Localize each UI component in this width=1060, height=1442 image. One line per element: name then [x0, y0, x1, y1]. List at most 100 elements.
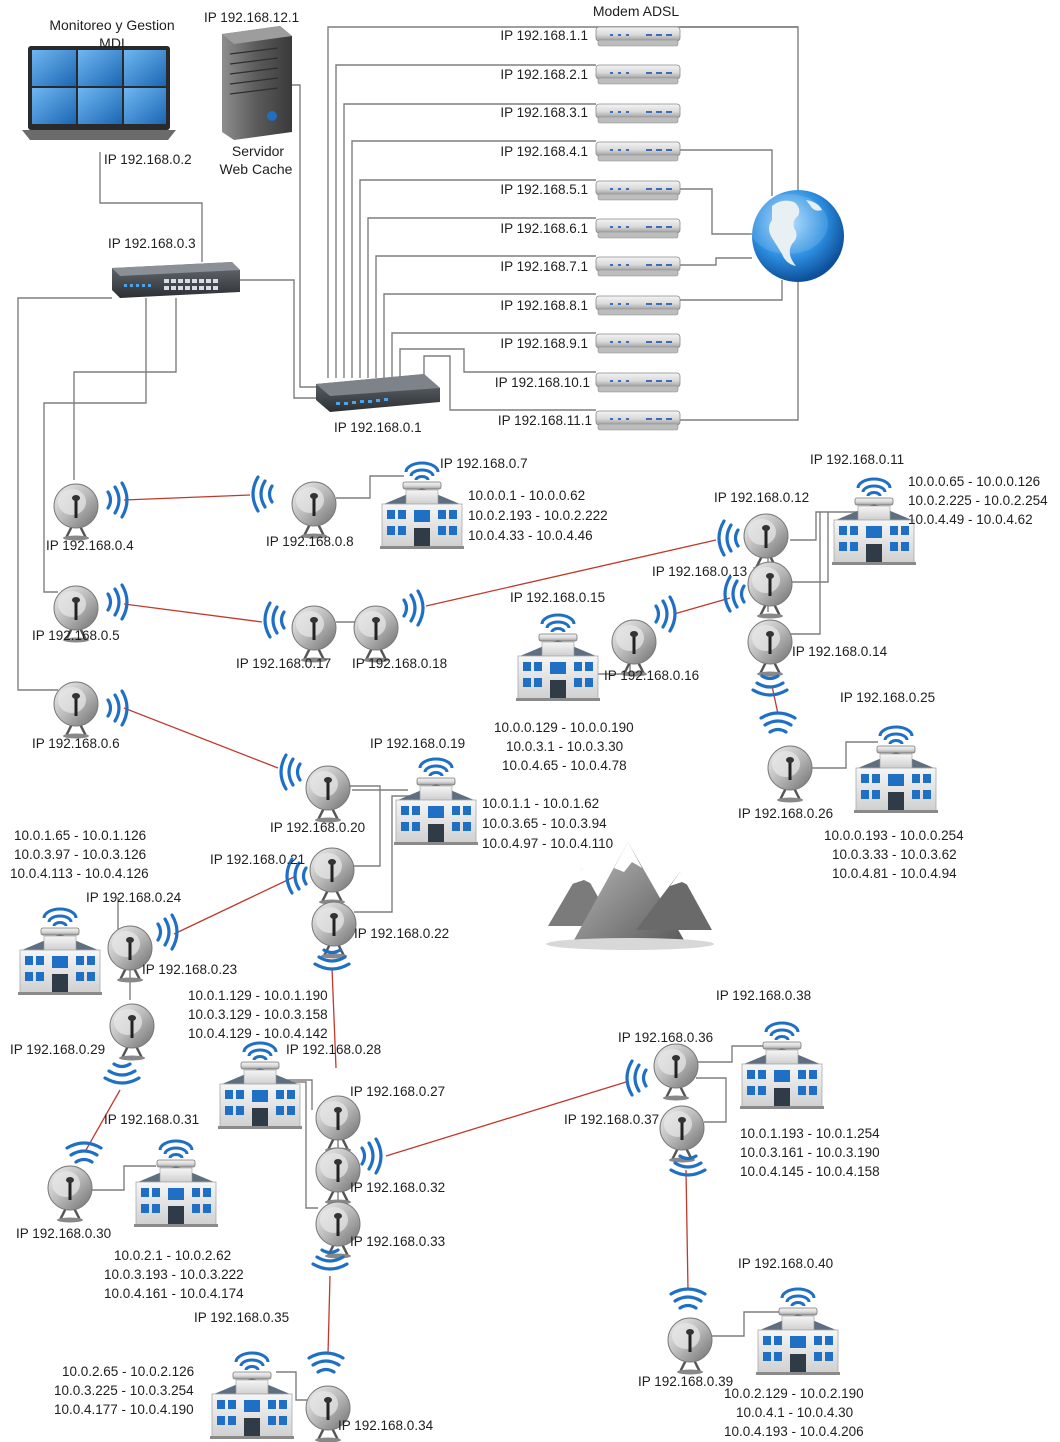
range-line: 10.0.3.129 - 10.0.3.158 [188, 1007, 328, 1022]
range-line: 10.0.0.193 - 10.0.0.254 [824, 828, 964, 843]
modem-ip: IP 192.168.2.1 [500, 67, 588, 82]
adsl-modems: Modem ADSL IP 192.168.1.1 IP 192.168.2.1… [495, 3, 681, 431]
dish-6 [52, 680, 100, 740]
server-name-line2: Web Cache [220, 161, 293, 177]
modem-ip: IP 192.168.7.1 [500, 259, 588, 274]
range-line: 10.0.0.129 - 10.0.0.190 [494, 720, 634, 735]
monitor-title-line2: MDI [99, 35, 125, 51]
building-site-31 [132, 1139, 220, 1229]
monitor-title-line1: Monitoreo y Gestion [49, 17, 174, 33]
range-line: 10.0.3.225 - 10.0.3.254 [54, 1383, 194, 1398]
range-line: 10.0.2.65 - 10.0.2.126 [62, 1364, 194, 1379]
ip-label: IP 192.168.0.20 [270, 820, 365, 835]
ip-label: IP 192.168.0.37 [564, 1112, 659, 1127]
ip-label: IP 192.168.0.21 [210, 852, 305, 867]
ip-label: IP 192.168.0.5 [32, 628, 120, 643]
range-line: 10.0.1.193 - 10.0.1.254 [740, 1126, 880, 1141]
range-line: 10.0.4.177 - 10.0.4.190 [54, 1402, 194, 1417]
router-ip: IP 192.168.0.1 [334, 420, 422, 435]
pc-ip: IP 192.168.0.2 [104, 152, 192, 167]
modem-title: Modem ADSL [593, 3, 680, 19]
dish-22 [310, 900, 358, 960]
range-line: 10.0.4.97 - 10.0.4.110 [482, 836, 613, 851]
ip-label: IP 192.168.0.17 [236, 656, 331, 671]
dish-30 [46, 1164, 94, 1224]
ip-label: IP 192.168.0.11 [810, 452, 904, 467]
internet-globe-icon [748, 190, 844, 282]
building-site-11 [830, 477, 918, 567]
wired-links [17, 26, 878, 1401]
range-line: 10.0.4.33 - 10.0.4.46 [468, 528, 593, 543]
ip-label: IP 192.168.0.8 [266, 534, 354, 549]
dish-36 [652, 1042, 700, 1102]
range-line: 10.0.4.65 - 10.0.4.78 [502, 758, 627, 773]
server-ip: IP 192.168.12.1 [204, 10, 299, 25]
ip-label: IP 192.168.0.7 [440, 456, 528, 471]
modem-ip: IP 192.168.8.1 [500, 298, 588, 313]
range-line: 10.0.3.161 - 10.0.3.190 [740, 1145, 880, 1160]
modem-ip: IP 192.168.11.1 [498, 413, 592, 428]
modem-ip: IP 192.168.3.1 [500, 105, 588, 120]
range-line: 10.0.2.129 - 10.0.2.190 [724, 1386, 864, 1401]
ip-label: IP 192.168.0.30 [16, 1226, 111, 1241]
range-line: 10.0.4.193 - 10.0.4.206 [724, 1424, 864, 1439]
dish-34 [304, 1384, 352, 1442]
modem-ip: IP 192.168.10.1 [495, 375, 590, 390]
ip-label: IP 192.168.0.16 [604, 668, 699, 683]
range-line: 10.0.4.145 - 10.0.4.158 [740, 1164, 880, 1179]
range-line: 10.0.1.65 - 10.0.1.126 [14, 828, 146, 843]
ip-label: IP 192.168.0.19 [370, 736, 465, 751]
subnet-ranges: 10.0.0.1 - 10.0.0.62 10.0.2.193 - 10.0.2… [10, 474, 1048, 1439]
ip-label: IP 192.168.0.33 [350, 1234, 445, 1249]
range-line: 10.0.4.1 - 10.0.4.30 [736, 1405, 853, 1420]
range-line: 10.0.4.161 - 10.0.4.174 [104, 1286, 244, 1301]
ip-label: IP 192.168.0.22 [354, 926, 449, 941]
range-line: 10.0.2.225 - 10.0.2.254 [908, 493, 1048, 508]
ip-label: IP 192.168.0.24 [86, 890, 182, 905]
building-site-40 [754, 1287, 842, 1377]
wireless-links [85, 494, 779, 1355]
ip-label: IP 192.168.0.40 [738, 1256, 833, 1271]
range-line: 10.0.4.129 - 10.0.4.142 [188, 1026, 328, 1041]
modem-ip: IP 192.168.1.1 [500, 28, 588, 43]
building-site-25 [852, 725, 940, 815]
dish-26 [766, 744, 814, 804]
ip-label: IP 192.168.0.26 [738, 806, 833, 821]
modem-ip: IP 192.168.5.1 [500, 182, 588, 197]
modem-ip: IP 192.168.9.1 [500, 336, 588, 351]
dish-37 [658, 1104, 706, 1164]
modem-ip: IP 192.168.6.1 [500, 221, 588, 236]
range-line: 10.0.2.193 - 10.0.2.222 [468, 508, 608, 523]
mountains-icon [546, 842, 714, 950]
ip-label: IP 192.168.0.25 [840, 690, 935, 705]
range-line: 10.0.1.1 - 10.0.1.62 [482, 796, 599, 811]
ip-label: IP 192.168.0.29 [10, 1042, 105, 1057]
ip-label: IP 192.168.0.38 [716, 988, 811, 1003]
network-switch: IP 192.168.0.3 [108, 236, 240, 298]
server-name-line1: Servidor [232, 143, 284, 159]
ip-label: IP 192.168.0.6 [32, 736, 120, 751]
dish-39 [666, 1316, 714, 1376]
dish-21 [308, 846, 356, 906]
ip-label: IP 192.168.0.14 [792, 644, 888, 659]
ip-label: IP 192.168.0.13 [652, 564, 747, 579]
range-line: 10.0.3.193 - 10.0.3.222 [104, 1267, 244, 1282]
building-site-24 [16, 907, 104, 997]
ip-label: IP 192.168.0.4 [46, 538, 134, 553]
range-line: 10.0.1.129 - 10.0.1.190 [188, 988, 328, 1003]
range-line: 10.0.3.65 - 10.0.3.94 [482, 816, 607, 831]
ip-label: IP 192.168.0.12 [714, 490, 809, 505]
ip-label: IP 192.168.0.23 [142, 962, 237, 977]
ip-labels: IP 192.168.0.4 IP 192.168.0.5 IP 192.168… [10, 452, 935, 1433]
core-router: IP 192.168.0.1 [316, 374, 440, 435]
dish-14 [746, 618, 794, 678]
ip-label: IP 192.168.0.39 [638, 1374, 733, 1389]
range-line: 10.0.3.33 - 10.0.3.62 [832, 847, 957, 862]
dish-17 [290, 604, 338, 664]
ip-label: IP 192.168.0.27 [350, 1084, 445, 1099]
ip-label: IP 192.168.0.18 [352, 656, 447, 671]
range-line: 10.0.4.81 - 10.0.4.94 [832, 866, 957, 881]
dish-4 [52, 482, 100, 542]
range-line: 10.0.3.1 - 10.0.3.30 [506, 739, 623, 754]
